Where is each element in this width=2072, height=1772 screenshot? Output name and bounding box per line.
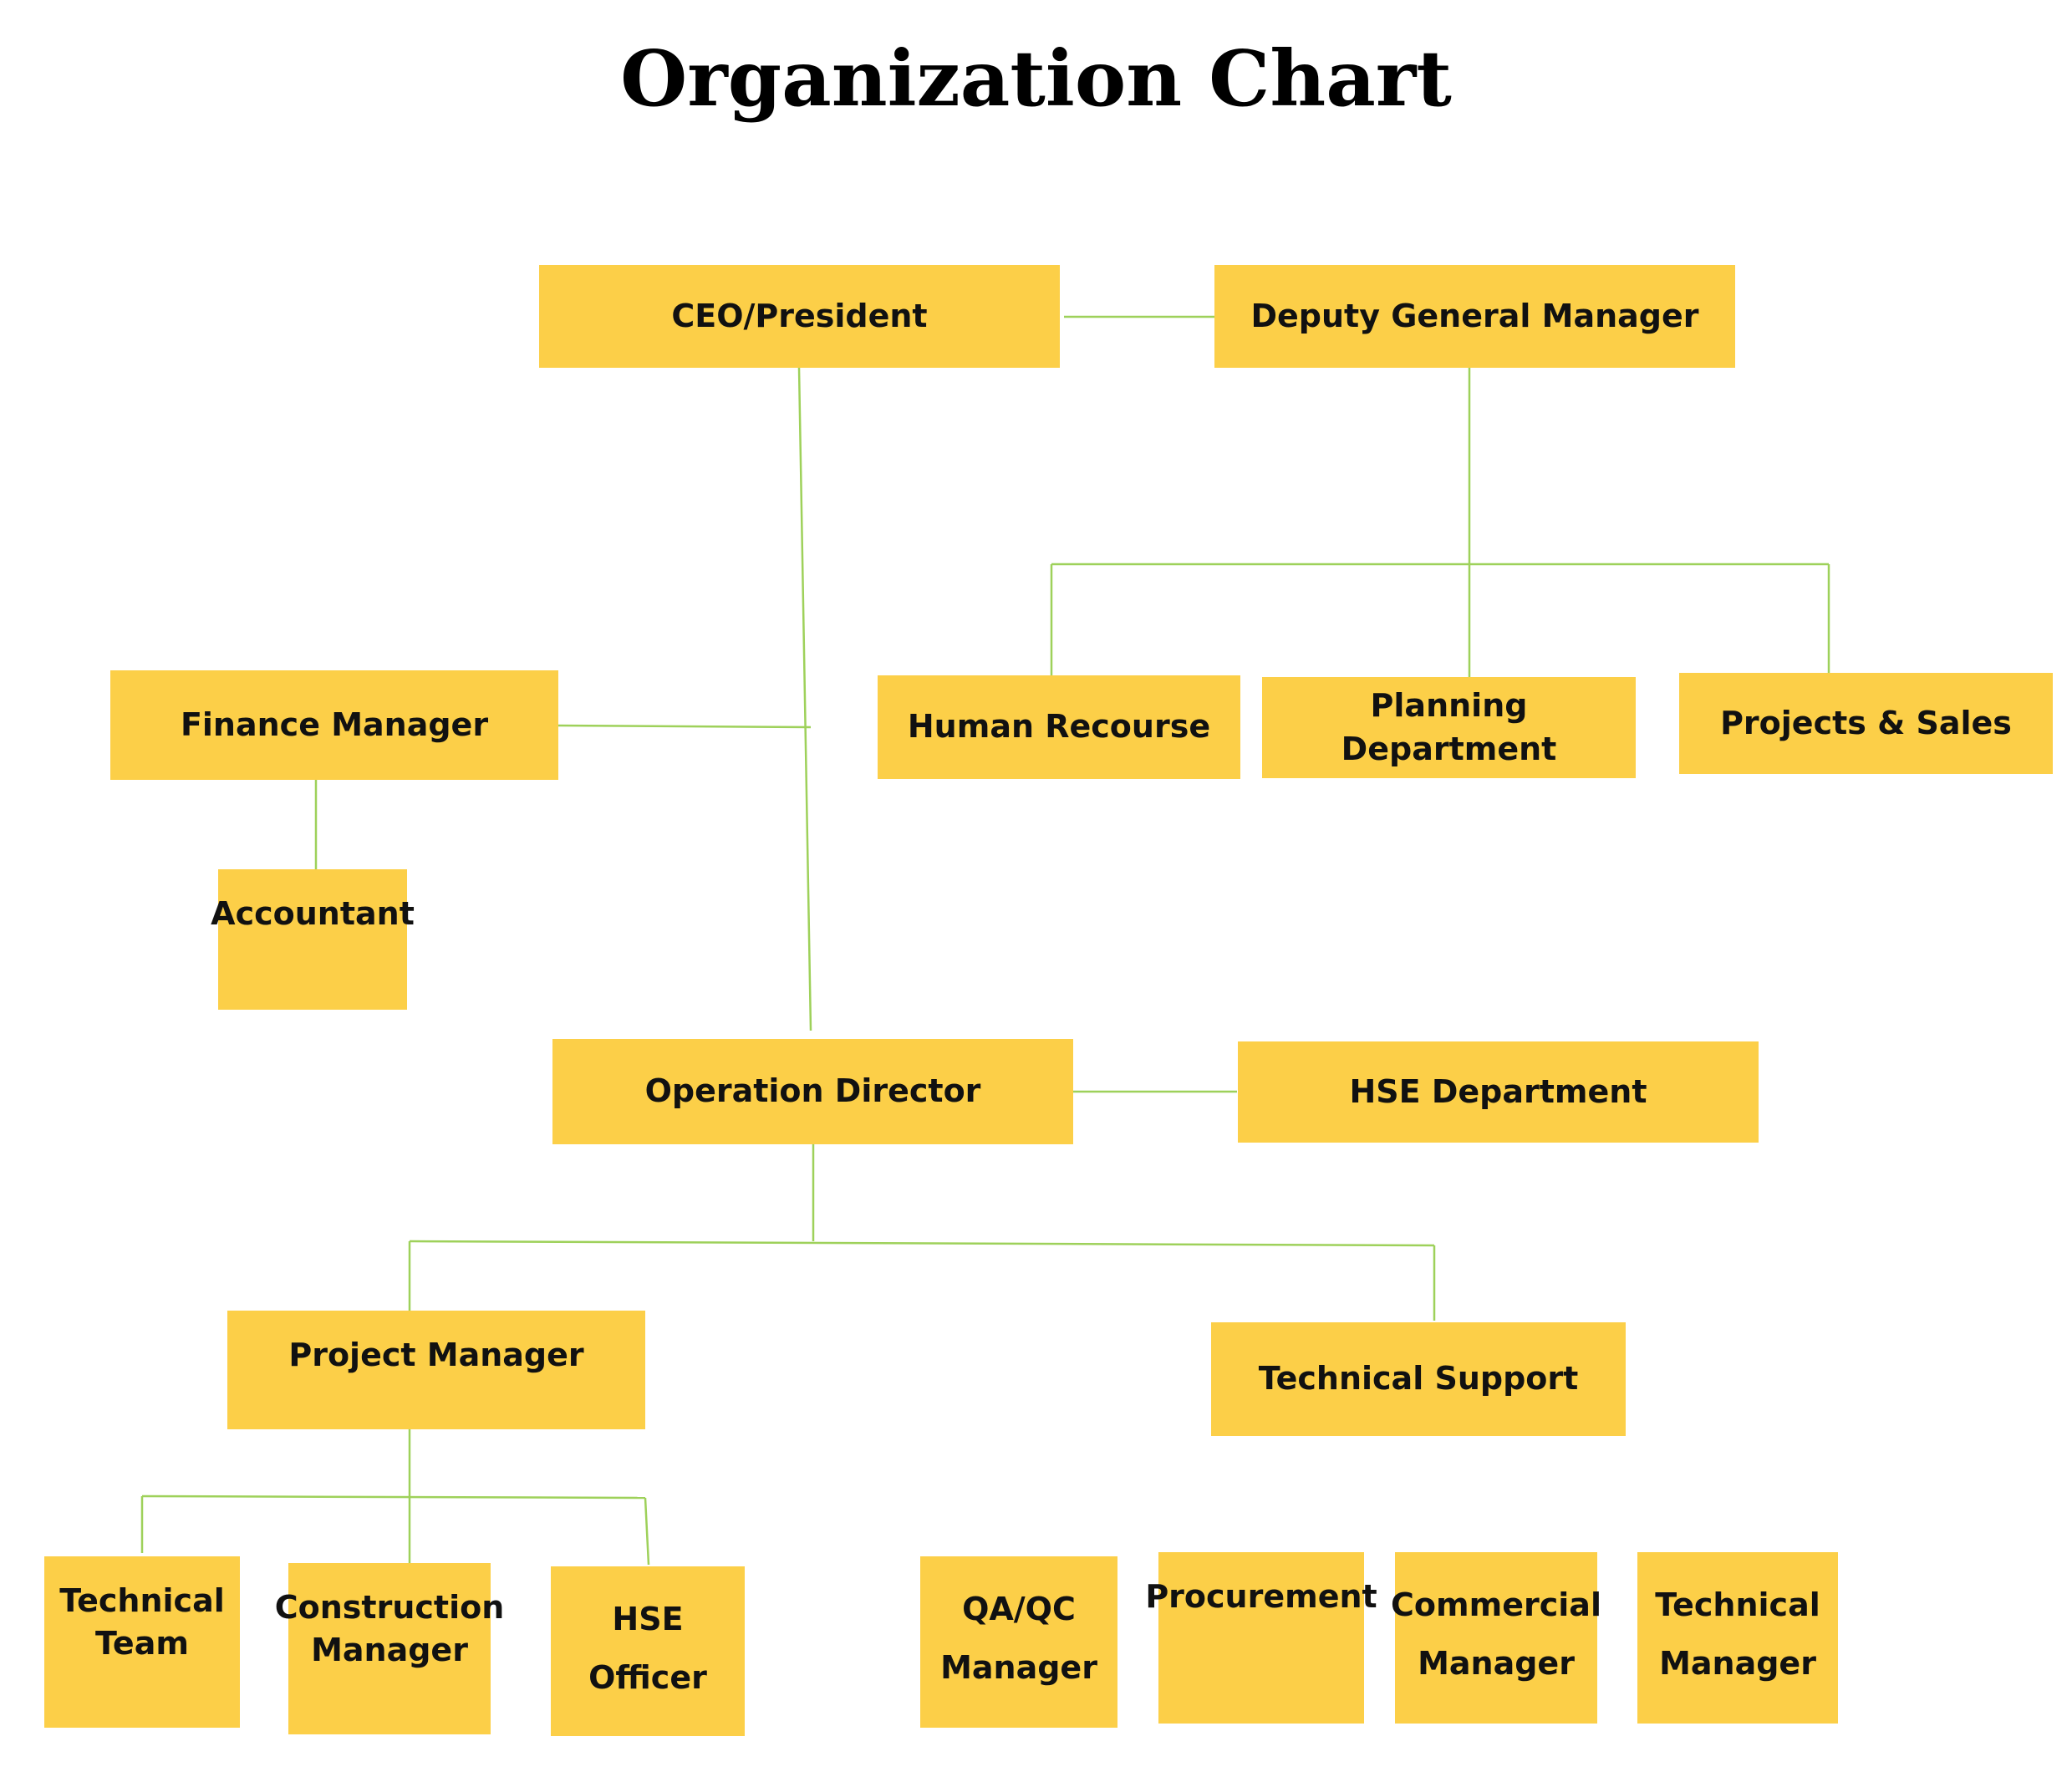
node-qa-qc-manager-label: QA/QC Manager <box>940 1591 1097 1687</box>
node-construction-manager: Construction Manager <box>275 1563 504 1734</box>
node-deputy-general-manager-label: Deputy General Manager <box>1250 297 1699 334</box>
node-construction-manager-label: Construction Manager <box>274 1589 505 1669</box>
node-operation-director-label: Operation Director <box>644 1072 981 1110</box>
node-hse-officer: HSE Officer <box>551 1566 745 1736</box>
node-technical-team: Technical Team <box>44 1556 240 1728</box>
node-technical-manager: Technical Manager <box>1637 1552 1838 1724</box>
connector-to-hse-officer <box>644 1497 650 1566</box>
node-human-resource-label: Human Recourse <box>907 708 1211 746</box>
connector-pm-bar <box>141 1494 646 1500</box>
node-operation-director: Operation Director <box>552 1039 1073 1144</box>
node-project-manager: Project Manager <box>227 1311 645 1429</box>
node-commercial-manager-label: Commercial Manager <box>1391 1586 1601 1683</box>
node-accountant-label: Accountant <box>211 895 415 932</box>
node-projects-sales: Projects & Sales <box>1679 673 2053 774</box>
node-planning-department: Planning Department <box>1262 677 1636 778</box>
node-planning-department-label: Planning Department <box>1341 687 1557 767</box>
node-ceo-label: CEO/President <box>671 297 928 334</box>
connector-operation-bar <box>409 1240 1435 1247</box>
node-projects-sales-label: Projects & Sales <box>1720 704 2012 741</box>
node-project-manager-label: Project Manager <box>288 1337 584 1373</box>
chart-title: Organization Chart <box>620 33 1452 124</box>
connector-ceo-operation <box>797 367 812 1031</box>
node-qa-qc-manager: QA/QC Manager <box>920 1556 1117 1728</box>
node-procurement-label: Procurement <box>1145 1578 1377 1615</box>
node-ceo: CEO/President <box>539 265 1060 368</box>
node-hse-officer-label: HSE Officer <box>588 1601 707 1697</box>
node-hse-department: HSE Department <box>1238 1041 1759 1143</box>
node-procurement: Procurement <box>1145 1552 1377 1724</box>
node-hse-department-label: HSE Department <box>1349 1072 1647 1110</box>
node-technical-support: Technical Support <box>1211 1322 1626 1436</box>
node-finance-manager: Finance Manager <box>110 670 558 780</box>
connector-finance-trunk <box>557 724 812 729</box>
node-technical-team-label: Technical Team <box>59 1582 225 1663</box>
node-commercial-manager: Commercial Manager <box>1391 1552 1601 1724</box>
node-finance-manager-label: Finance Manager <box>180 705 489 743</box>
node-human-resource: Human Recourse <box>878 675 1240 779</box>
node-accountant: Accountant <box>211 869 415 1010</box>
node-technical-manager-label: Technical Manager <box>1655 1586 1820 1683</box>
node-deputy-general-manager: Deputy General Manager <box>1214 265 1735 368</box>
node-technical-support-label: Technical Support <box>1258 1360 1579 1398</box>
